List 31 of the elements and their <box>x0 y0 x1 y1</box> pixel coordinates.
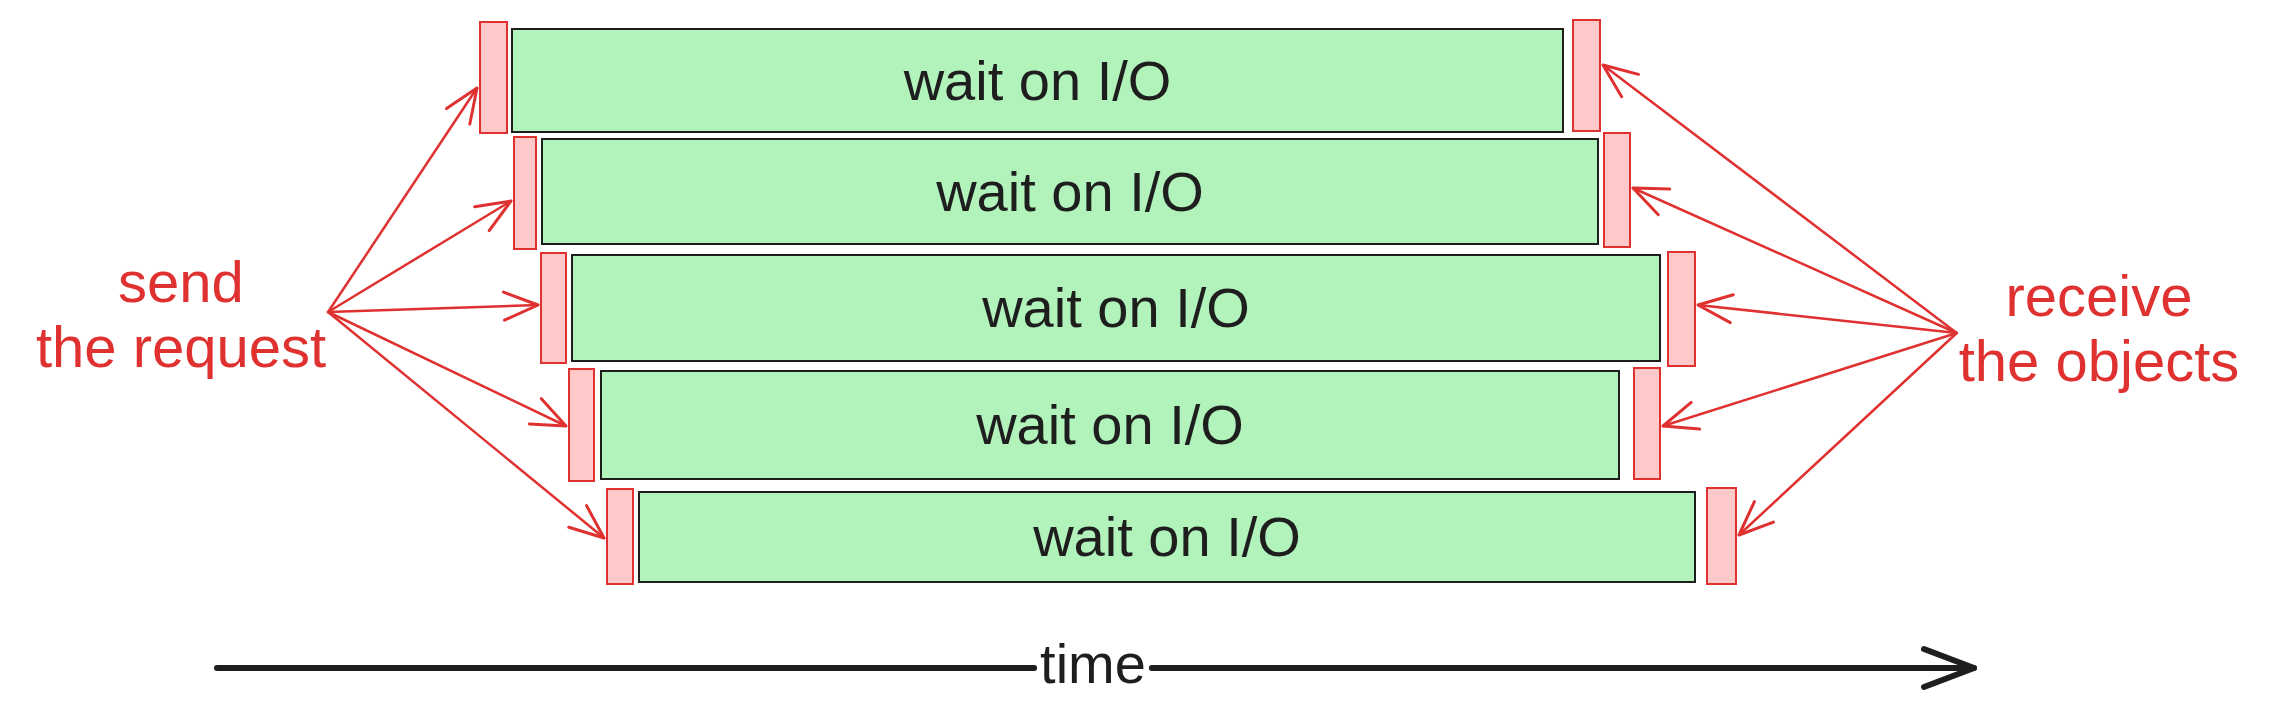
arrow <box>326 199 513 314</box>
task-bar <box>511 28 1564 133</box>
bar-label: wait on I/O <box>976 394 1244 456</box>
arrow <box>326 310 568 428</box>
marker-bar <box>606 488 634 585</box>
task-bar <box>638 491 1696 583</box>
marker-bar <box>1667 251 1696 367</box>
marker-bar <box>1633 367 1661 480</box>
bar-label: wait on I/O <box>982 277 1250 339</box>
arrow <box>1696 293 1958 335</box>
marker-bar <box>1603 132 1631 248</box>
bar-label: wait on I/O <box>903 49 1172 112</box>
arrow <box>1661 331 1958 431</box>
arrow <box>1601 63 1958 335</box>
marker-bar <box>1706 487 1737 585</box>
annotation-text: send the request <box>35 250 327 380</box>
marker-bar <box>513 136 537 250</box>
marker-bar <box>479 21 508 134</box>
task-bar <box>571 254 1661 362</box>
arrow <box>1737 331 1958 537</box>
task-bar <box>541 138 1599 245</box>
annotation-text: receive the objects <box>1958 264 2240 394</box>
arrow <box>326 310 606 540</box>
marker-bar <box>568 368 595 482</box>
bar-label: wait on I/O <box>936 160 1204 223</box>
marker-bar <box>1572 19 1601 132</box>
arrow <box>1631 186 1958 335</box>
marker-bar <box>540 252 567 364</box>
task-bar <box>600 370 1620 480</box>
bar-label: wait on I/O <box>1033 506 1301 568</box>
axis-label: time <box>1040 633 1146 695</box>
